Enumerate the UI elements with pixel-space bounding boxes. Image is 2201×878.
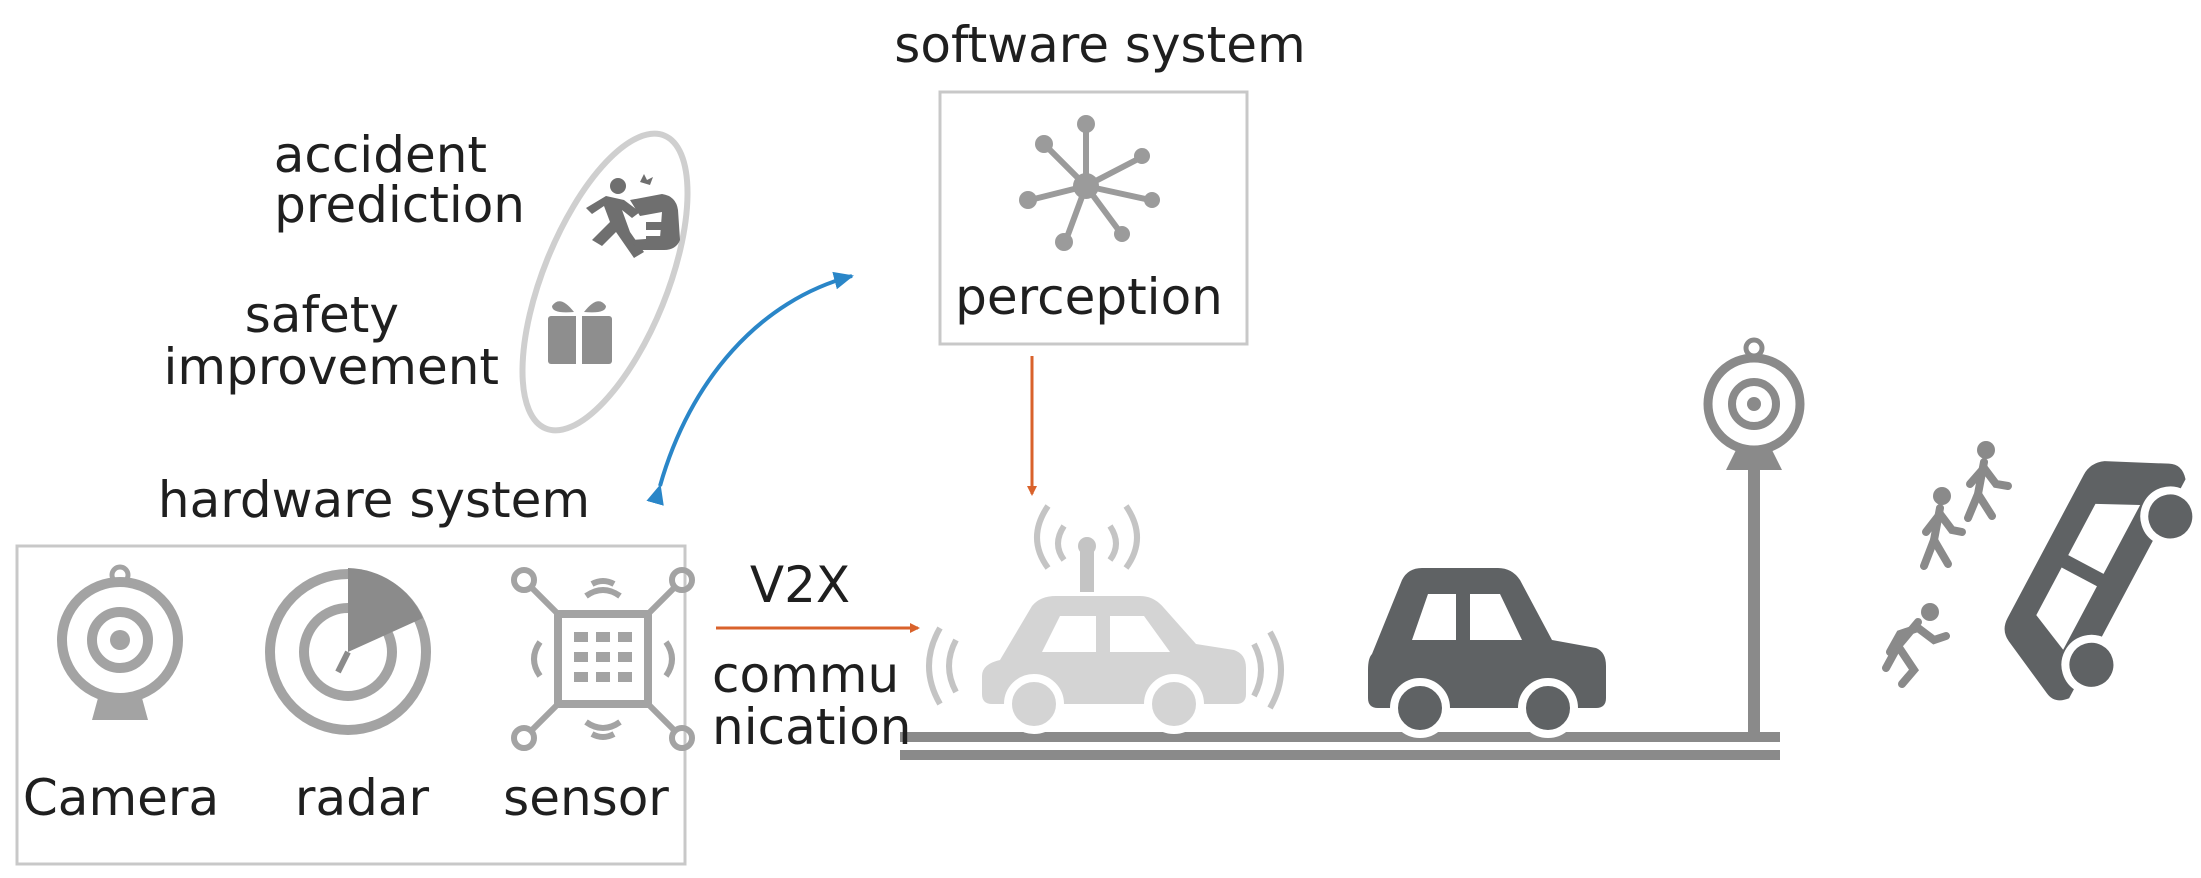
connected-car-icon [926,504,1284,734]
gift-box-icon [548,301,612,364]
car-pedestrian-collision-icon [586,174,680,258]
road-icon [900,732,1780,760]
safety-label-line1: safety [244,286,399,344]
network-hub-icon [1019,115,1160,251]
accident-label-line1: accident [273,126,487,184]
hardware-system-title: hardware system [157,471,591,529]
goals-ellipse [519,130,691,434]
v2x-label: V2X [749,556,851,614]
safety-label-line2: improvement [163,338,500,396]
radar-label: radar [294,769,430,827]
webcam-icon [57,564,183,720]
tilted-car-icon [2004,461,2201,701]
roadside-camera-icon [1703,337,1805,738]
software-system-box [938,90,1249,346]
software-system-title: software system [894,16,1306,74]
communication-label-line2: nication [712,698,912,756]
pedestrians-icon [1882,441,2012,688]
sensor-chip-icon [511,567,695,751]
accident-label-line2: prediction [274,176,525,234]
hardware-software-link-arrow [646,271,854,506]
communication-label-line1: commu [712,646,900,704]
hardware-system-box [15,544,687,866]
camera-label: Camera [22,769,220,827]
sensor-label: sensor [503,769,669,827]
perception-label: perception [955,268,1223,326]
radar-icon [265,568,431,735]
car-icon [1368,568,1606,738]
